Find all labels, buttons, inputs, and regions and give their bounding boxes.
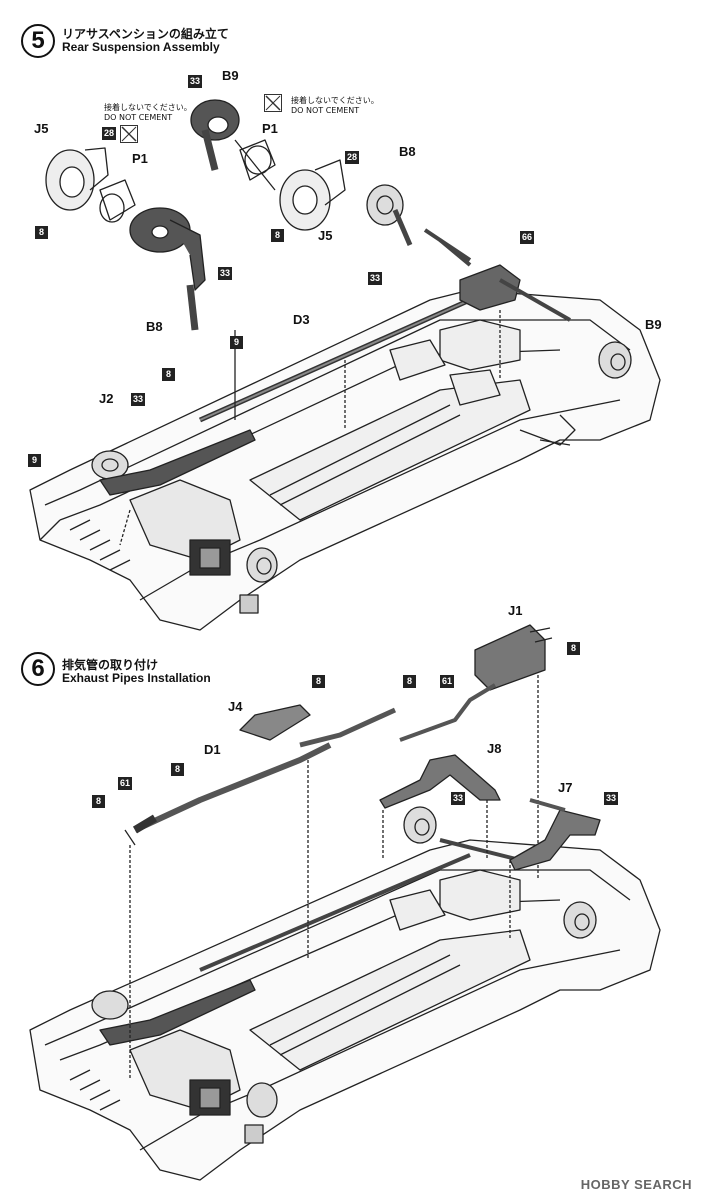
part-label-b9: B9: [222, 68, 239, 83]
part-number-box: 9: [230, 336, 243, 349]
step-6-title-en: Exhaust Pipes Installation: [62, 671, 211, 685]
part-label-b8: B8: [399, 144, 416, 159]
part-number-box: 33: [368, 272, 383, 285]
part-label-b9: B9: [645, 317, 662, 332]
part-label-b8: B8: [146, 319, 163, 334]
part-number-box: 28: [102, 127, 117, 140]
part-number-box: 61: [440, 675, 455, 688]
parts-step5: [45, 99, 472, 331]
part-number-box: 33: [451, 792, 466, 805]
part-label-j1: J1: [508, 603, 523, 618]
part-label-d1: D1: [204, 742, 221, 757]
do-not-cement-en: DO NOT CEMENT: [291, 106, 360, 115]
step-6-title-jp: 排気管の取り付け: [62, 658, 159, 672]
part-number-box: 8: [171, 763, 184, 776]
parts-step6: [124, 624, 601, 871]
part-label-j5: J5: [318, 228, 333, 243]
step-5-title-jp: リアサスペンションの組み立て: [62, 27, 229, 41]
part-label-p1: P1: [262, 121, 278, 136]
part-number-box: 8: [312, 675, 325, 688]
part-number-box: 9: [28, 454, 41, 467]
step-5-number: 5: [21, 24, 55, 58]
part-number-box: 33: [218, 267, 233, 280]
part-number-box: 61: [118, 777, 133, 790]
no-cement-icon: [264, 94, 282, 112]
do-not-cement-en: DO NOT CEMENT: [104, 113, 173, 122]
part-label-j4: J4: [228, 699, 243, 714]
part-number-box: 8: [92, 795, 105, 808]
part-number-box: 66: [520, 231, 535, 244]
part-number-box: 8: [271, 229, 284, 242]
part-label-j5: J5: [34, 121, 49, 136]
part-label-j7: J7: [558, 780, 573, 795]
part-number-box: 8: [403, 675, 416, 688]
chassis-step6: [29, 665, 661, 1181]
part-label-j2: J2: [99, 391, 114, 406]
part-number-box: 8: [567, 642, 580, 655]
part-number-box: 28: [345, 151, 360, 164]
part-label-p1: P1: [132, 151, 148, 166]
do-not-cement-note-left: 接着しないでください。 DO NOT CEMENT: [104, 103, 192, 123]
do-not-cement-jp: 接着しないでください。: [104, 103, 192, 112]
part-label-d3: D3: [293, 312, 310, 327]
part-number-box: 33: [604, 792, 619, 805]
part-number-box: 33: [188, 75, 203, 88]
no-cement-icon: [120, 125, 138, 143]
do-not-cement-jp: 接着しないでください。: [291, 96, 379, 105]
part-number-box: 8: [35, 226, 48, 239]
step-5-title-en: Rear Suspension Assembly: [62, 40, 220, 54]
part-label-j8: J8: [487, 741, 502, 756]
part-number-box: 8: [162, 368, 175, 381]
watermark: HOBBY SEARCH: [580, 1177, 692, 1192]
do-not-cement-note-right: 接着しないでください。 DO NOT CEMENT: [291, 96, 379, 116]
part-number-box: 33: [131, 393, 146, 406]
step-6-number: 6: [21, 652, 55, 686]
chassis-step5: [29, 238, 661, 631]
